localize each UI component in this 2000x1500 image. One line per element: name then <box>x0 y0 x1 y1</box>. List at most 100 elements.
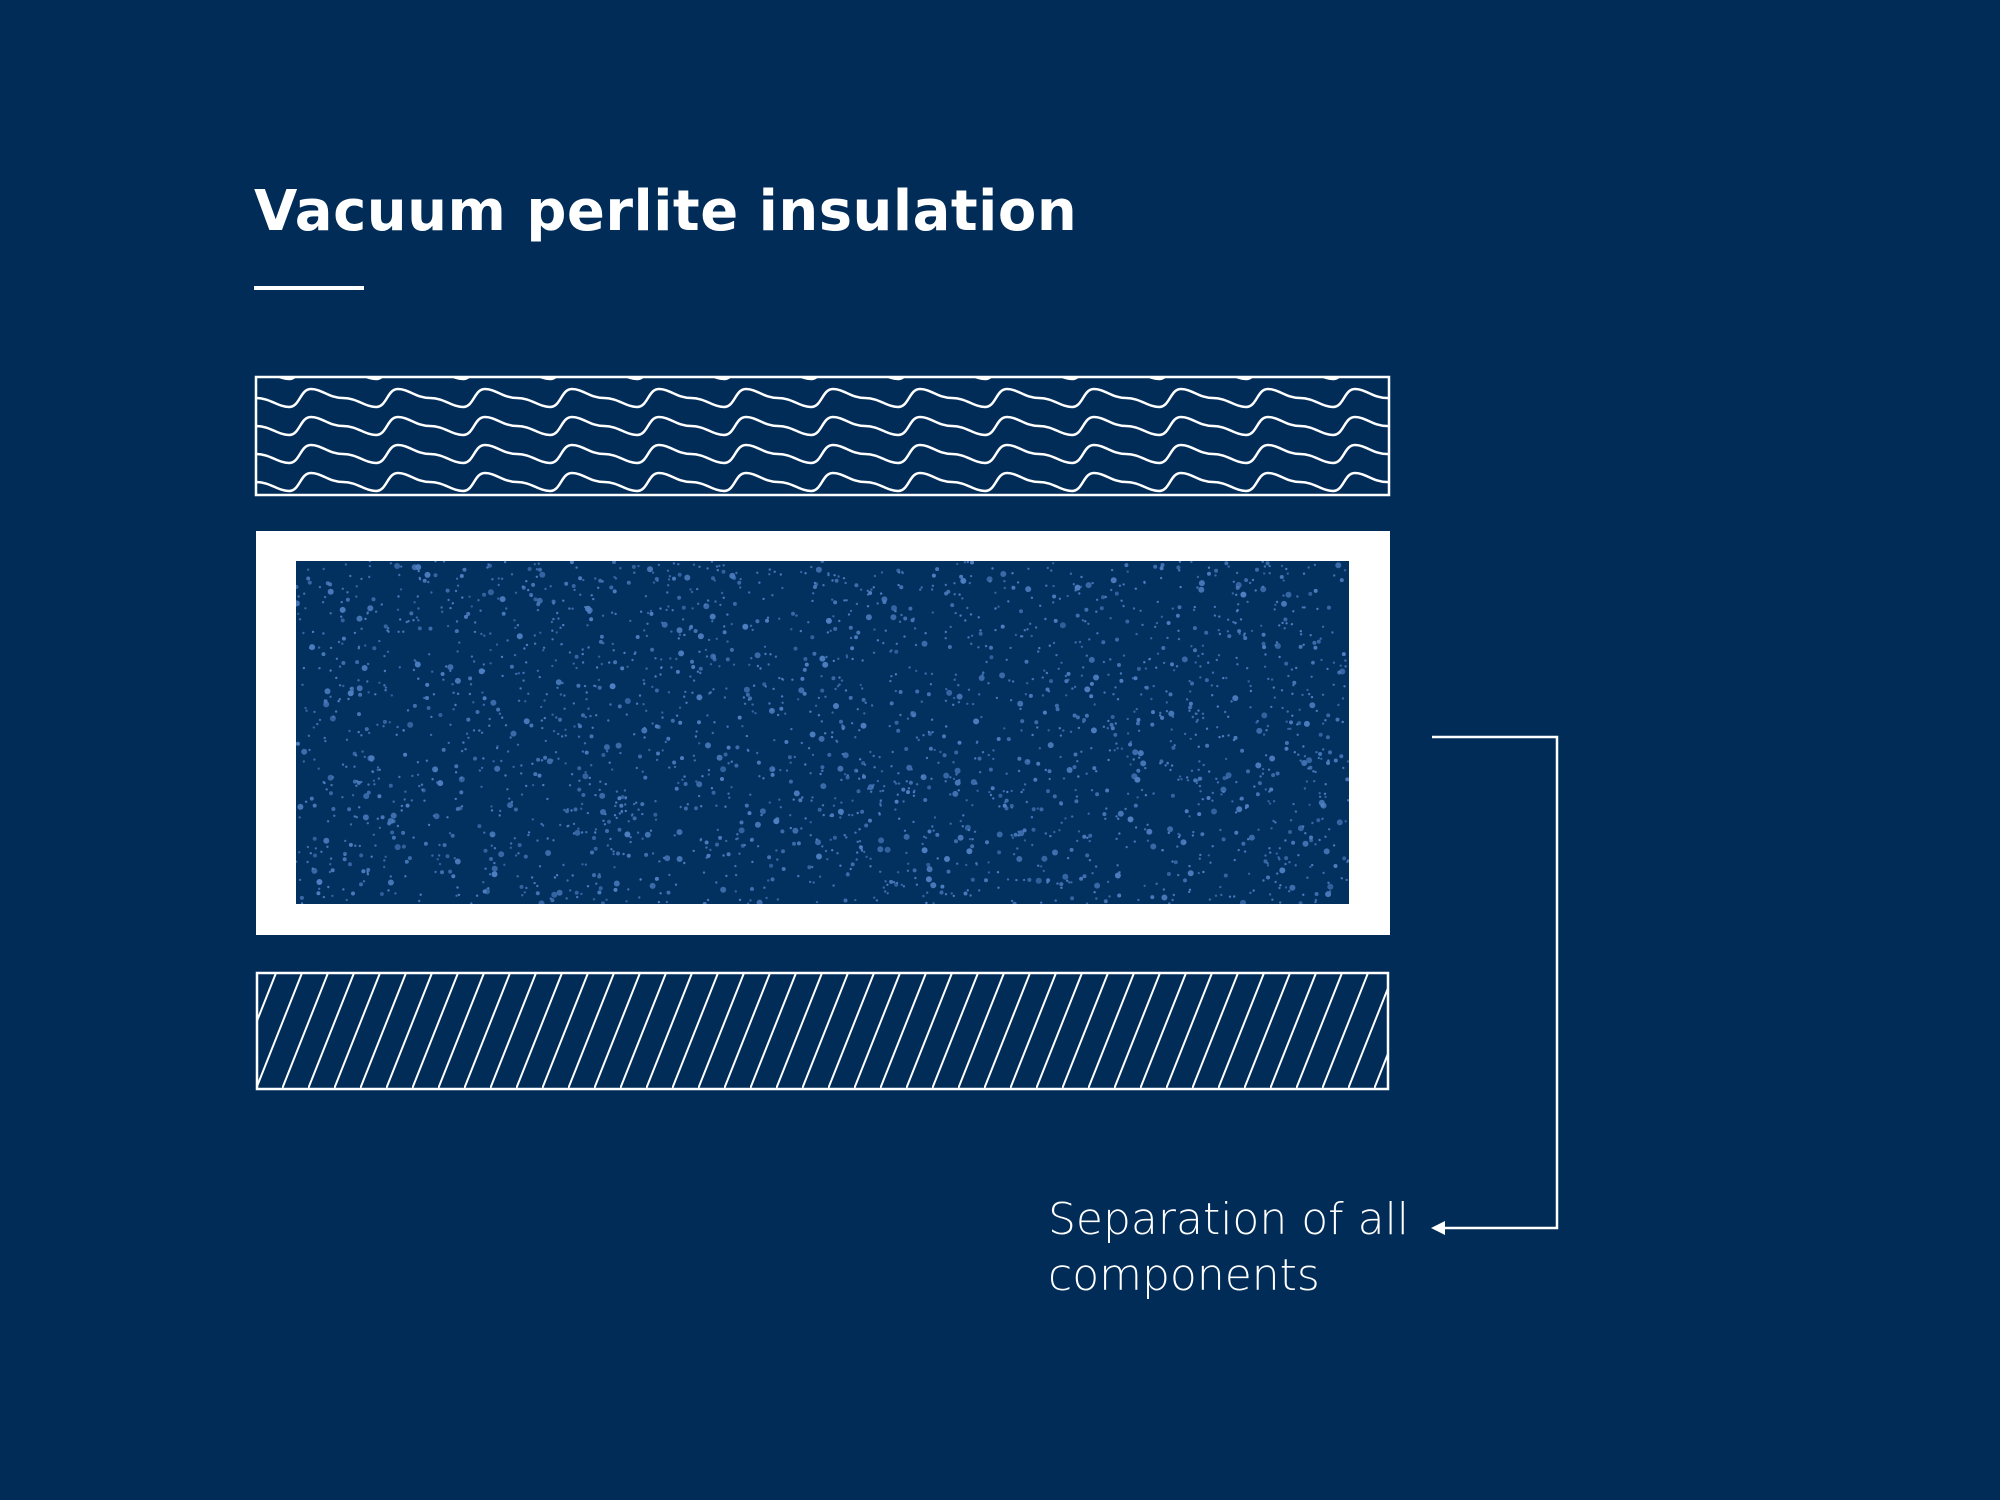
particle <box>879 592 883 595</box>
particle <box>1133 840 1137 843</box>
particle <box>1242 634 1246 637</box>
particle <box>1301 606 1305 609</box>
particle <box>1012 901 1017 904</box>
particle <box>680 651 683 654</box>
particle <box>569 889 572 892</box>
particle <box>965 863 968 867</box>
particle <box>403 752 408 757</box>
particle <box>987 871 991 874</box>
particle <box>791 678 794 681</box>
particle <box>313 710 316 714</box>
particle <box>438 843 441 847</box>
particle <box>1201 798 1205 801</box>
particle <box>1056 882 1059 885</box>
particle <box>977 616 980 619</box>
particle <box>825 617 832 624</box>
particle <box>748 663 751 666</box>
particle <box>624 809 627 813</box>
particle <box>1214 894 1218 897</box>
particle <box>491 865 498 872</box>
particle <box>1138 756 1141 759</box>
particle <box>862 773 865 777</box>
particle <box>383 654 386 658</box>
particle <box>1256 727 1263 734</box>
particle <box>959 614 962 617</box>
particle <box>705 655 709 658</box>
particle <box>484 888 490 895</box>
particle <box>660 666 663 669</box>
particle <box>716 828 719 832</box>
particle <box>399 618 402 621</box>
particle <box>473 630 477 634</box>
particle <box>949 625 952 629</box>
particle <box>364 727 369 732</box>
particle <box>555 631 558 634</box>
particle <box>529 723 534 728</box>
particle <box>431 670 434 673</box>
particle <box>858 758 862 761</box>
particle <box>902 885 906 888</box>
particle <box>759 808 766 815</box>
particle <box>980 715 983 719</box>
particle <box>666 591 669 594</box>
particle <box>641 770 644 773</box>
particle <box>792 798 795 801</box>
particle <box>1031 843 1034 847</box>
particle <box>322 895 326 899</box>
particle <box>340 615 343 618</box>
particle <box>1055 653 1058 657</box>
particle <box>413 659 416 662</box>
particle <box>455 620 459 623</box>
particle <box>557 617 560 620</box>
particle <box>616 851 620 856</box>
particle <box>793 646 798 651</box>
particle <box>1316 607 1319 611</box>
particle <box>592 873 596 878</box>
particle <box>895 881 899 885</box>
particle <box>773 739 776 742</box>
particle <box>661 749 664 752</box>
particle <box>1164 764 1167 767</box>
particle <box>449 606 452 610</box>
particle <box>317 646 321 649</box>
particle <box>1074 584 1081 591</box>
particle <box>982 671 985 674</box>
particle <box>600 901 605 904</box>
particle <box>460 749 464 753</box>
particle <box>644 595 648 598</box>
particle <box>692 679 696 682</box>
particle <box>675 714 679 717</box>
particle <box>798 687 805 694</box>
particle <box>571 607 574 610</box>
particle <box>809 821 812 824</box>
particle <box>643 736 646 739</box>
particle <box>702 871 706 874</box>
particle <box>355 585 358 588</box>
particle <box>296 860 298 863</box>
particle <box>1286 710 1289 713</box>
particle <box>994 591 997 594</box>
particle <box>912 820 915 824</box>
particle <box>701 775 704 778</box>
particle <box>990 786 995 791</box>
particle <box>1133 676 1138 681</box>
particle <box>554 751 558 754</box>
particle <box>956 562 959 566</box>
particle <box>739 586 742 589</box>
particle <box>1117 663 1121 667</box>
particle <box>1230 700 1233 703</box>
particle <box>1333 864 1338 868</box>
particle <box>1265 729 1268 732</box>
particle <box>631 658 634 662</box>
particle <box>368 561 372 563</box>
particle <box>1188 888 1192 891</box>
particle <box>330 783 333 787</box>
particle <box>1176 565 1181 570</box>
particle <box>1140 760 1147 767</box>
particle <box>789 814 792 817</box>
particle <box>1090 789 1094 792</box>
particle <box>367 605 374 612</box>
particle <box>509 736 512 739</box>
particle <box>1025 800 1029 804</box>
particle <box>1031 733 1034 737</box>
